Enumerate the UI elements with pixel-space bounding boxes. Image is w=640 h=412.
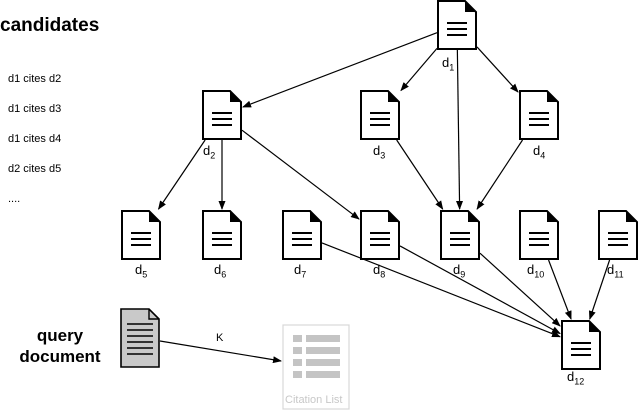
query-document-label: query document — [6, 325, 114, 368]
edge-d2-d5 — [157, 139, 206, 210]
candidates-title: candidates — [0, 15, 100, 36]
document-icon-d11 — [598, 210, 638, 260]
edge-d8-d12 — [399, 245, 561, 335]
document-icon-d2 — [202, 90, 242, 140]
node-label-d5: d5 — [135, 262, 148, 280]
node-label-d8: d8 — [373, 262, 386, 280]
candidate-item: d1 cites d2 — [8, 73, 62, 85]
node-label-d6: d6 — [214, 262, 227, 280]
edge-d9-d12 — [479, 252, 561, 327]
document-icon-d8 — [360, 210, 400, 260]
node-label-d12: d12 — [567, 369, 585, 387]
document-icon-d5 — [121, 210, 161, 260]
node-label-d9: d9 — [453, 262, 466, 280]
node-label-d3: d3 — [373, 143, 386, 161]
document-icon-d4 — [519, 90, 559, 140]
query-document-icon — [120, 308, 160, 368]
document-icon-d6 — [202, 210, 242, 260]
candidate-item: d1 cites d4 — [8, 133, 62, 145]
document-icon-d9 — [440, 210, 480, 260]
citation-list-label: Citation List — [285, 394, 343, 406]
node-label-d1: d1 — [442, 55, 455, 73]
edge-d10-d12 — [547, 259, 572, 320]
document-icon-d12 — [561, 320, 601, 370]
candidate-item: d1 cites d3 — [8, 103, 62, 115]
document-icon-d7 — [282, 210, 322, 260]
document-icon-d10 — [519, 210, 559, 260]
citation-list-icon — [282, 324, 350, 410]
edge-d2-d8 — [241, 129, 360, 220]
edge-d1-d4 — [476, 46, 519, 93]
node-label-d4: d4 — [533, 143, 546, 161]
query-label-line1: query — [36, 326, 84, 345]
candidate-item: d2 cites d5 — [8, 163, 62, 175]
edge-query-to-citation-list — [159, 340, 282, 364]
node-label-d10: d10 — [527, 262, 545, 280]
edge-d3-d9 — [396, 139, 444, 210]
document-icon-d3 — [360, 90, 400, 140]
document-icon-d1 — [437, 0, 477, 50]
edge-d11-d12 — [588, 259, 611, 320]
edge-d1-d2 — [242, 32, 438, 108]
candidate-item: .... — [8, 193, 21, 205]
query-label-line2: document — [19, 347, 101, 367]
edge-d1-d3 — [400, 47, 438, 92]
edge-d1-d9 — [456, 49, 464, 210]
edge-d4-d9 — [476, 139, 524, 210]
node-label-d7: d7 — [294, 262, 307, 280]
node-label-d2: d2 — [203, 143, 216, 161]
edge-label-k: K — [216, 332, 224, 344]
node-label-d11: d11 — [607, 262, 624, 280]
